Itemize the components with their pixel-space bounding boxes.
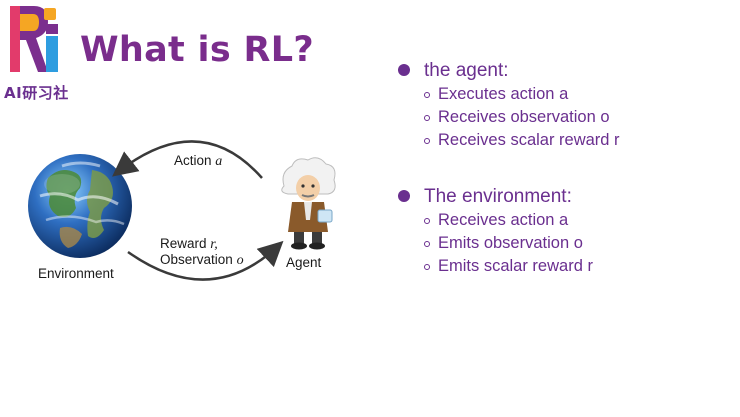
sub-bullet-item: Executes action a [398,83,738,106]
sub-bullet-label: Receives scalar reward r [438,131,620,149]
sub-bullet-ring-icon [424,218,430,224]
sub-bullet-ring-icon [424,92,430,98]
bullet-dot-icon [398,190,410,202]
sub-bullet-label: Emits scalar reward r [438,257,593,275]
rl-cycle-diagram: Action a Reward r, Observation o Environ… [0,100,380,300]
bullet-label: the agent: [424,60,509,81]
agent-figure-icon [281,157,336,250]
earth-icon [28,154,132,258]
environment-label: Environment [38,266,114,281]
sub-bullet-ring-icon [424,241,430,247]
sub-bullet-ring-icon [424,138,430,144]
logo-text: AI研习社 [4,84,69,102]
action-label: Action a [174,153,223,169]
logo: AI研习社 [4,2,68,102]
bullet-group-agent: the agent: Executes action a Receives ob… [398,58,738,152]
sub-bullet-label: Receives observation o [438,108,610,126]
sub-bullet-item: Emits observation o [398,232,738,255]
sub-bullet-item: Receives observation o [398,106,738,129]
bullet-label: The environment: [424,186,572,207]
reward-label: Reward r, [160,236,218,252]
reward-arrow [127,240,284,281]
bullet-item: The environment: [398,184,738,209]
sub-bullet-ring-icon [424,264,430,270]
bullet-group-environment: The environment: Receives action a Emits… [398,184,738,278]
observation-label: Observation o [160,252,244,268]
bullet-dot-icon [398,64,410,76]
sub-bullet-ring-icon [424,115,430,121]
bullet-item: the agent: [398,58,738,83]
action-arrow [112,140,263,179]
agent-label: Agent [286,255,322,270]
bullet-list: the agent: Executes action a Receives ob… [398,58,738,302]
page-title: What is RL? [80,30,314,70]
sub-bullet-item: Receives scalar reward r [398,129,738,152]
sub-bullet-item: Receives action a [398,209,738,232]
sub-bullet-label: Receives action a [438,211,569,229]
logo-mark-icon [10,6,58,72]
sub-bullet-label: Emits observation o [438,234,583,252]
sub-bullet-item: Emits scalar reward r [398,255,738,278]
sub-bullet-label: Executes action a [438,85,569,103]
